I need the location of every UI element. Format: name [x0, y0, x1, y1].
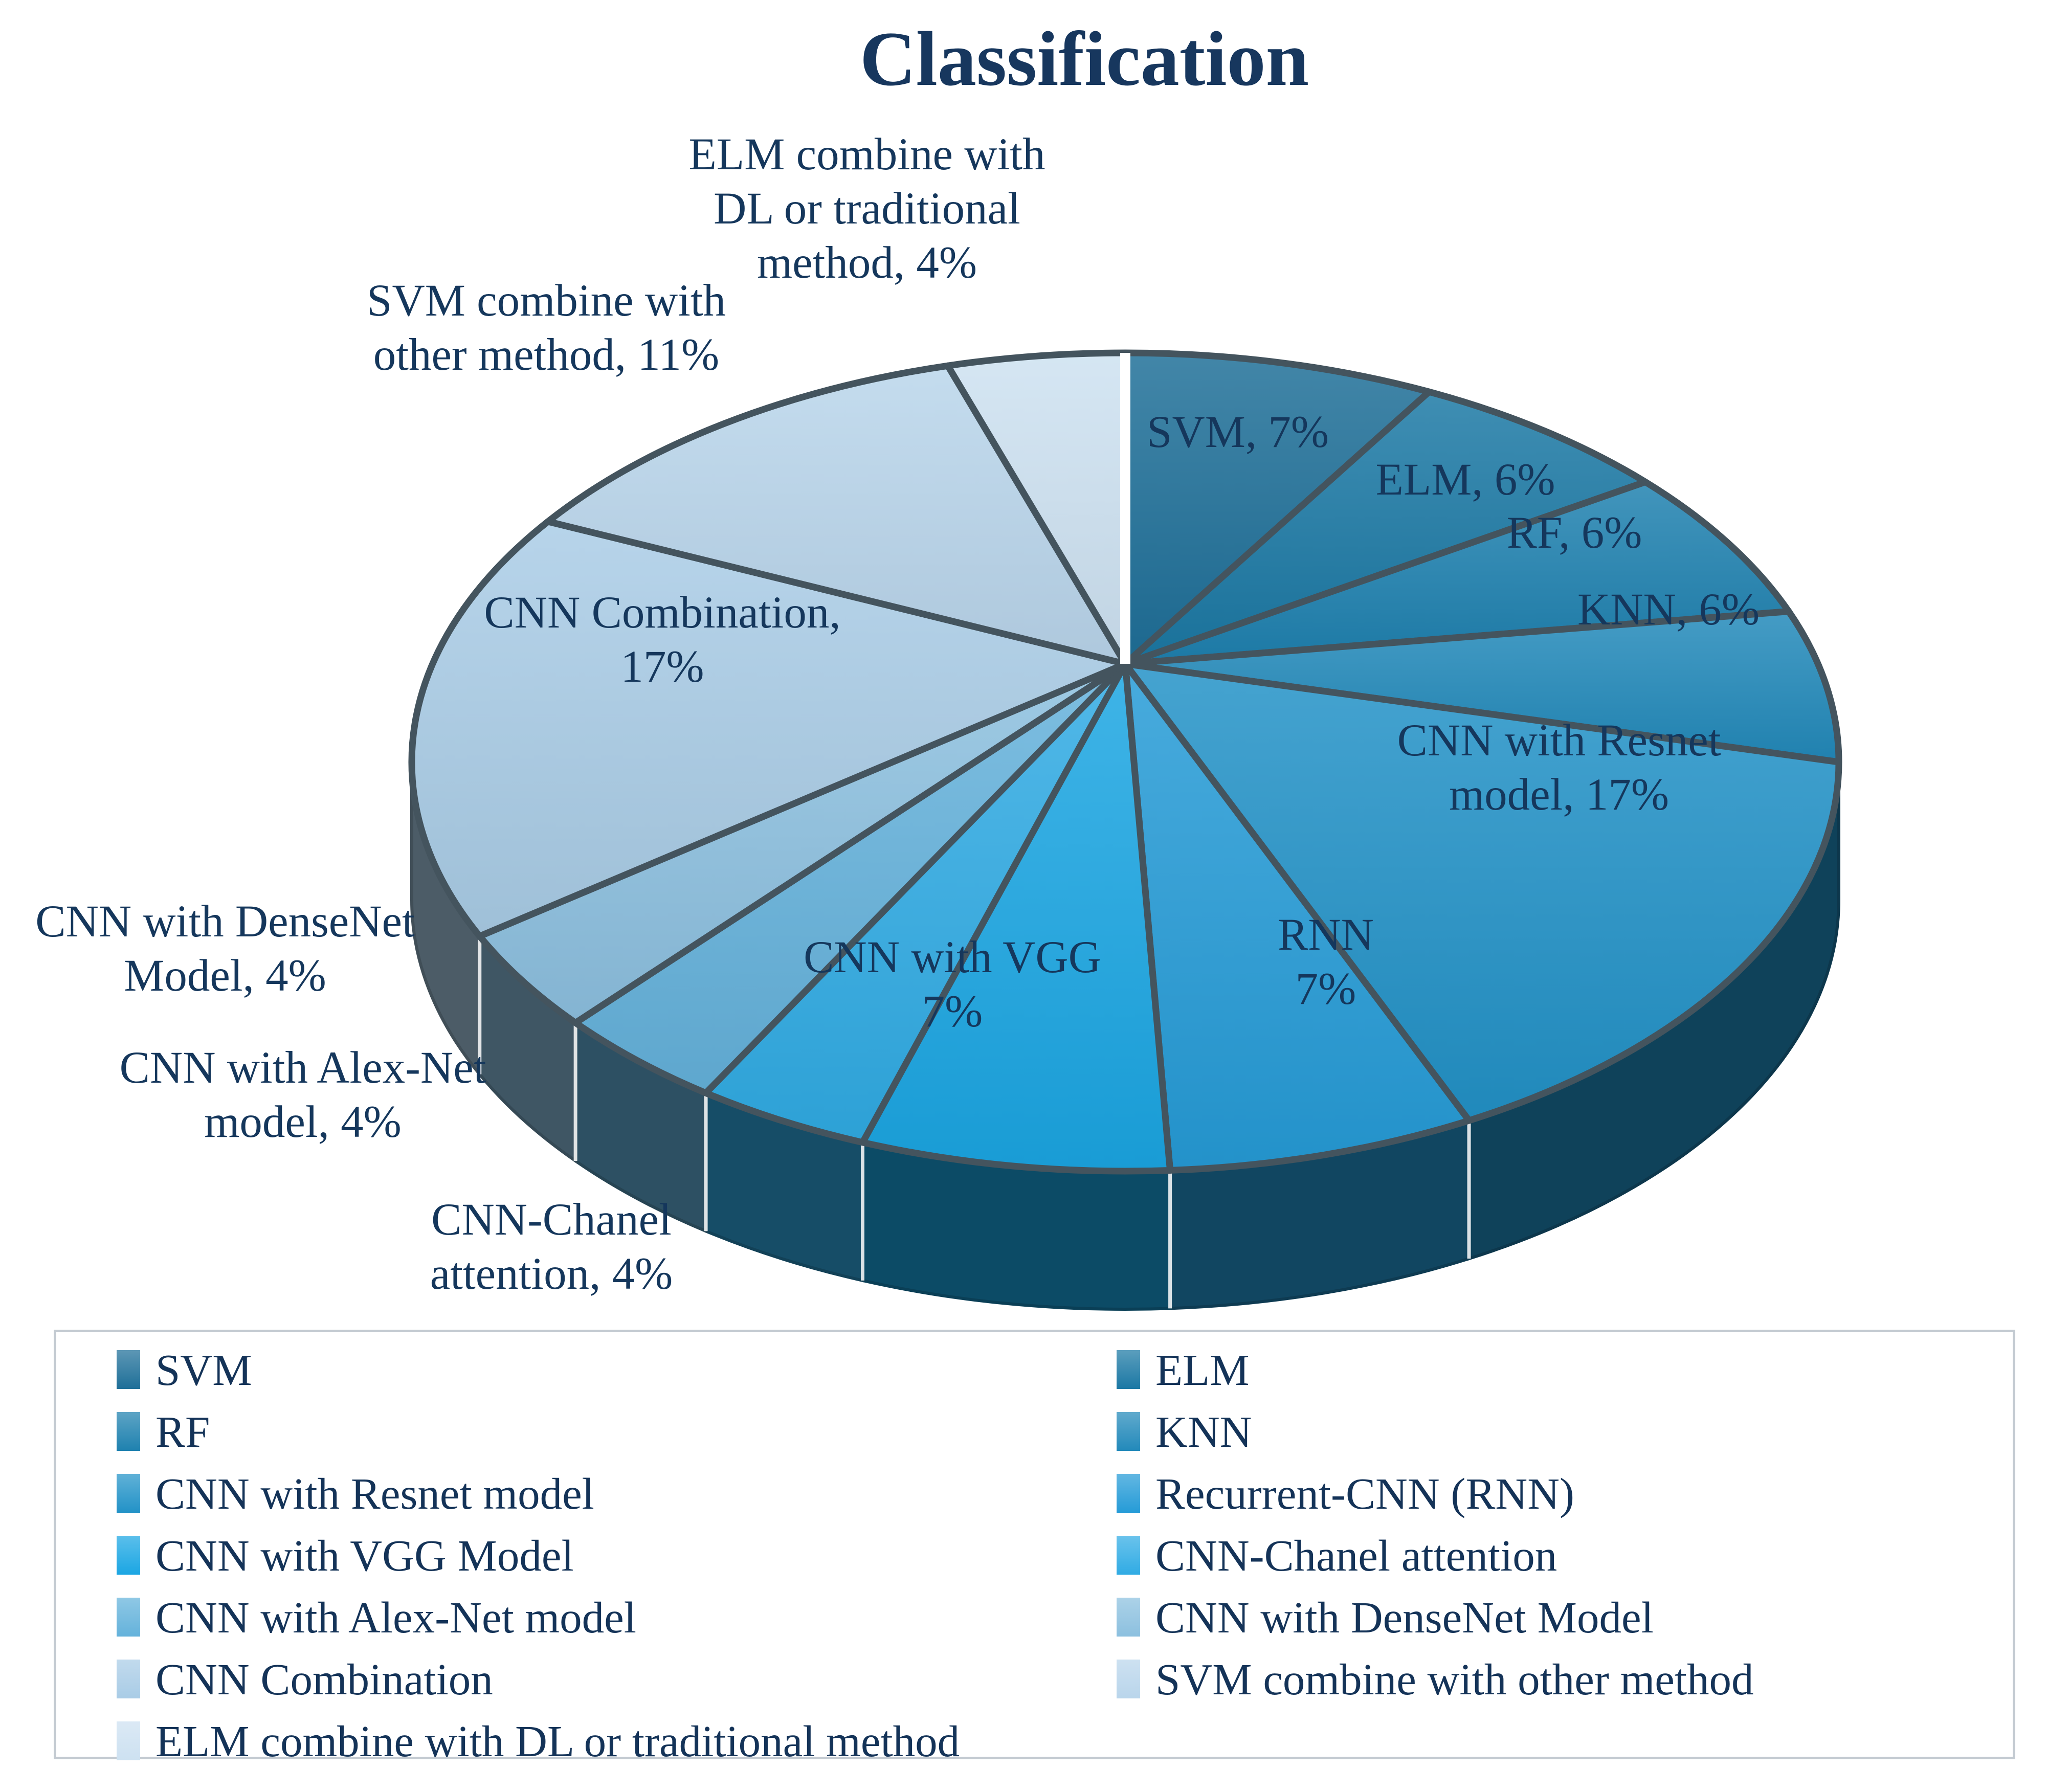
legend-item: Recurrent-CNN (RNN)	[1117, 1465, 1574, 1521]
legend-item: KNN	[1117, 1403, 1252, 1460]
legend-item: CNN with DenseNet Model	[1117, 1589, 1654, 1645]
pie-walls	[410, 761, 1840, 1311]
pie-slice	[1122, 660, 1842, 1124]
legend-swatch	[1117, 1536, 1140, 1575]
pie-data-label-line: 7%	[922, 987, 983, 1037]
legend-swatch	[117, 1412, 140, 1451]
legend-item: CNN Combination	[117, 1651, 493, 1707]
pie-data-label-line: method, 4%	[756, 238, 977, 288]
pie-slice	[944, 349, 1129, 667]
pie-slice	[1122, 660, 1473, 1174]
legend-label: CNN Combination	[155, 1654, 493, 1704]
legend-item: CNN-Chanel attention	[1117, 1527, 1557, 1583]
pie-data-label-line: ELM combine with	[688, 129, 1045, 180]
pie-data-label-line: RNN	[1278, 910, 1374, 960]
pie-data-label-line: SVM, 7%	[1146, 407, 1329, 457]
legend-label: Recurrent-CNN (RNN)	[1155, 1468, 1575, 1518]
pie-data-label: SVM, 7%	[1147, 405, 1329, 459]
pie-data-label-line: DL or traditional	[714, 184, 1020, 234]
legend-label: SVM	[155, 1345, 252, 1395]
legend-swatch	[117, 1660, 140, 1698]
pie-data-label-line: CNN Combination,	[484, 588, 841, 638]
legend-item: CNN with Alex-Net model	[117, 1589, 636, 1645]
pie-slice	[859, 660, 1174, 1175]
pie-slice	[1122, 478, 1792, 667]
legend-swatch	[1117, 1350, 1140, 1389]
pie-data-label-line: attention, 4%	[430, 1249, 673, 1299]
legend-item: SVM	[117, 1341, 252, 1398]
legend-item: CNN with VGG Model	[117, 1527, 574, 1583]
pie-slice	[702, 660, 1129, 1146]
pie-data-label-line: KNN, 6%	[1577, 585, 1760, 635]
legend-swatch	[1117, 1660, 1140, 1698]
legend-swatch	[1117, 1474, 1140, 1513]
pie-data-label-line: SVM combine with	[366, 276, 726, 326]
pie-top-faces	[408, 349, 1842, 1175]
legend-swatch	[1117, 1598, 1140, 1637]
legend-swatch	[117, 1536, 140, 1575]
legend-swatch	[117, 1721, 140, 1760]
pie-data-label-line: CNN-Chanel	[431, 1195, 672, 1245]
pie-data-label-line: 17%	[620, 642, 704, 692]
legend-label: SVM combine with other method	[1155, 1654, 1754, 1704]
pie-data-label-line: other method, 11%	[373, 330, 720, 380]
pie-data-label-line: model, 17%	[1449, 770, 1670, 820]
chart-title: Classification	[859, 16, 1309, 102]
legend-label: KNN	[1155, 1406, 1252, 1457]
pie-data-label: ELM, 6%	[1375, 453, 1555, 507]
pie-data-label-line: model, 4%	[204, 1097, 402, 1147]
pie-data-label: RF, 6%	[1507, 506, 1642, 560]
legend-swatch	[117, 1598, 140, 1637]
pie-slice	[408, 518, 1129, 940]
pie-data-label: CNN Combination,17%	[484, 586, 840, 694]
pie-slice	[572, 660, 1129, 1096]
legend-label: RF	[155, 1406, 210, 1457]
pie-data-label-line: Model, 4%	[124, 951, 326, 1001]
pie-data-label-line: CNN with DenseNet	[35, 897, 415, 947]
legend-label: CNN with DenseNet Model	[1155, 1592, 1654, 1642]
legend-swatch	[1117, 1412, 1140, 1451]
legend-label: ELM combine with DL or traditional metho…	[155, 1716, 960, 1766]
pie-slice	[1122, 349, 1433, 667]
legend-label: CNN with Resnet model	[155, 1468, 594, 1518]
pie-data-label-line: 7%	[1295, 964, 1356, 1014]
pie-data-label-line: CNN with Resnet	[1397, 715, 1721, 766]
pie-slice	[544, 362, 1129, 667]
pie-data-label-line: ELM, 6%	[1375, 455, 1555, 505]
legend-label: CNN-Chanel attention	[1155, 1530, 1557, 1580]
legend-swatch	[117, 1350, 140, 1389]
legend-item: CNN with Resnet model	[117, 1465, 594, 1521]
legend-label: CNN with Alex-Net model	[155, 1592, 636, 1642]
pie-slice	[1122, 608, 1842, 766]
legend-item: SVM combine with other method	[1117, 1651, 1754, 1707]
pie-data-label-line: CNN with Alex-Net	[119, 1043, 486, 1093]
legend-item: ELM	[1117, 1341, 1250, 1398]
pie-data-label-line: RF, 6%	[1506, 508, 1642, 558]
legend-box: SVM ELM RF KNN CNN with Resnet model Recurren…	[54, 1330, 2015, 1766]
legend-item: ELM combine with DL or traditional metho…	[117, 1713, 960, 1769]
pie-slice	[476, 660, 1129, 1026]
legend-swatch	[117, 1474, 140, 1513]
legend-label: ELM	[1155, 1345, 1250, 1395]
pie-data-label-line: CNN with VGG	[804, 932, 1101, 982]
legend-item: RF	[117, 1403, 210, 1460]
pie-slice	[1122, 388, 1649, 667]
pie-data-label: KNN, 6%	[1577, 583, 1760, 637]
legend-label: CNN with VGG Model	[155, 1530, 574, 1580]
